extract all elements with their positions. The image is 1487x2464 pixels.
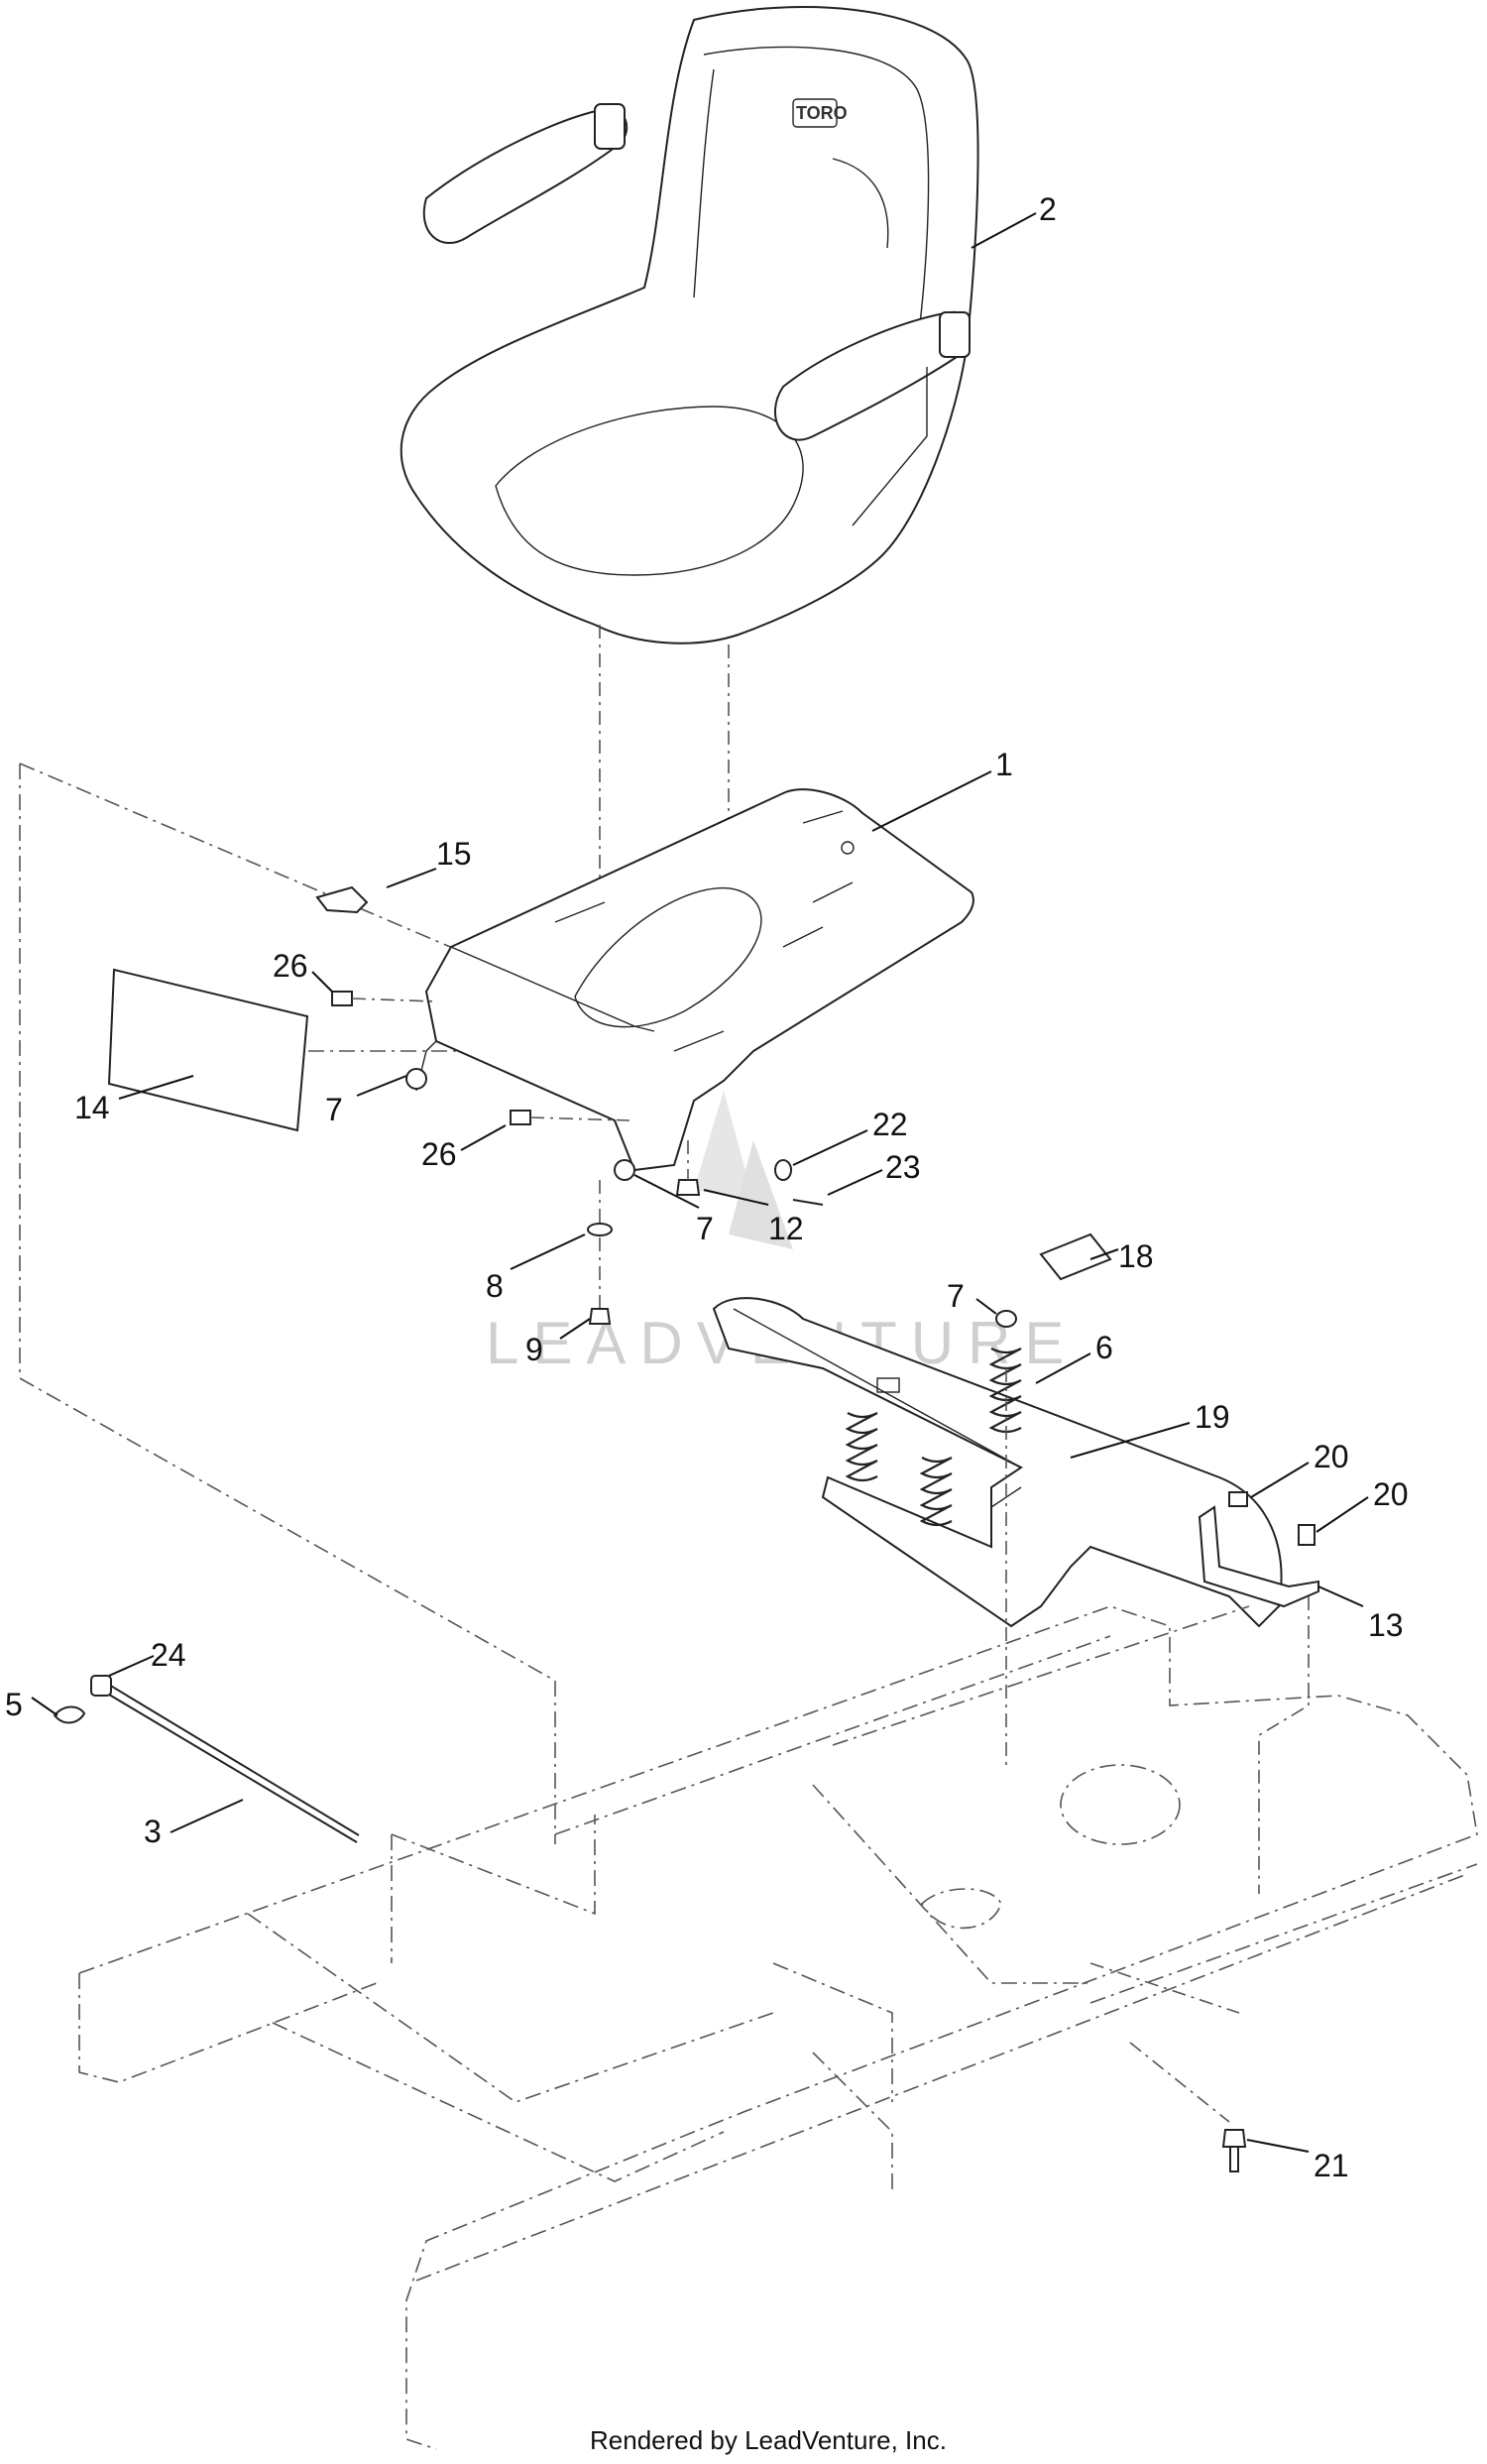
callout-1: 1 [995, 747, 1013, 782]
rod-assembly [53, 1675, 360, 1843]
callout-7b: 7 [696, 1211, 714, 1246]
callout-26b: 26 [421, 1136, 457, 1172]
bolt-21 [1129, 2042, 1247, 2172]
callout-7c: 7 [947, 1278, 965, 1314]
callout-7a: 7 [325, 1092, 343, 1127]
callout-3: 3 [144, 1814, 162, 1849]
callout-22: 22 [872, 1107, 908, 1142]
callout-20a: 20 [1314, 1439, 1349, 1474]
callout-6: 6 [1095, 1330, 1113, 1365]
seat-logo-badge [792, 98, 838, 128]
callout-8: 8 [486, 1268, 504, 1304]
callout-23: 23 [885, 1149, 921, 1185]
callout-18: 18 [1118, 1238, 1154, 1274]
callout-26a: 26 [273, 948, 308, 984]
callout-5: 5 [5, 1687, 23, 1722]
hardware [107, 885, 824, 1325]
callout-14: 14 [74, 1090, 110, 1125]
callout-19: 19 [1195, 1399, 1230, 1435]
callout-9: 9 [525, 1332, 543, 1367]
leader-lines [31, 212, 1369, 2153]
footer-credit: Rendered by LeadVenture, Inc. [590, 2425, 947, 2455]
callout-24: 24 [151, 1637, 186, 1673]
callout-20b: 20 [1373, 1476, 1409, 1512]
callouts: 2 1 15 26 14 7 26 22 23 7 12 8 18 7 6 9 … [5, 191, 1409, 2183]
seat: TORO [400, 6, 979, 645]
callout-21: 21 [1314, 2148, 1349, 2183]
callout-15: 15 [436, 836, 472, 872]
callout-13: 13 [1368, 1607, 1404, 1643]
seat-logo-text: TORO [796, 103, 848, 123]
seat-bracket [712, 1232, 1319, 1628]
frame [78, 1605, 1478, 2450]
callout-2: 2 [1039, 191, 1057, 227]
callout-12: 12 [768, 1211, 804, 1246]
